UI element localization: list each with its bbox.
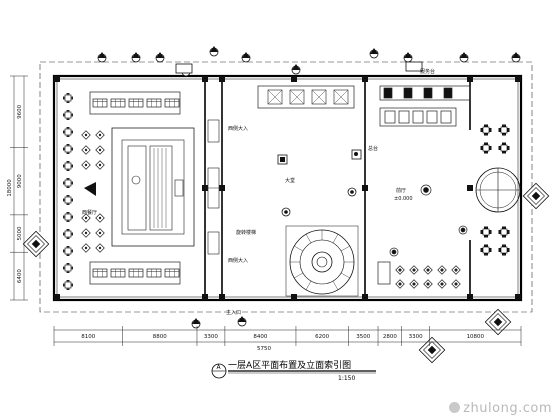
left-dimension-value: 6400 [17,269,23,283]
room-label-lobby: 大堂 [285,177,295,184]
west-hall-furniture [62,91,181,291]
note-service-desk: 服务台 [420,68,435,75]
left-dimension-total: 18000 [7,179,13,197]
spiral-staircase [285,225,359,297]
bottom-dimension-value: 8400 [253,334,267,340]
watermark: zhulong.com [449,401,552,416]
lobby-furniture [257,85,362,217]
drawing-scale: 1:150 [338,375,355,382]
buffet-island [111,127,195,247]
note-front-desk: 总台 [368,145,378,152]
bottom-dimension-value: 6200 [315,334,329,340]
drawing-title-block: A 一层A区平面布置及立面索引图 1:150 [211,359,376,382]
room-label-entrance-top: 西侧大入 [228,125,248,132]
left-dimension-value: 9000 [17,174,23,188]
note-spiral-stair: 旋转楼梯 [236,229,256,236]
drawing-title: 一层A区平面布置及立面索引图 [228,359,351,371]
bottom-dimension-value: 3300 [204,334,218,340]
bottom-dimension-labels: 8100 8800 3300 8400 6200 3500 2800 3300 10800 575… [81,334,484,352]
bottom-dimension-value: 8800 [153,334,167,340]
title-index-symbol: A [217,364,222,371]
structural-columns [54,76,521,300]
bottom-dimension-value: 3300 [409,334,423,340]
room-level-reception: ±0.000 [394,196,413,202]
watermark-text: zhulong.com [463,401,552,416]
entrance-rotunda [475,124,521,256]
bottom-dimension-value: 10800 [467,334,485,340]
left-dimension-value: 9600 [17,104,23,118]
bottom-dimension-value: 8100 [81,334,95,340]
bottom-dimension-value: 3500 [356,334,370,340]
room-label-west-hall: 西餐厅 [82,209,97,216]
room-label-reception: 前厅 [396,187,406,194]
left-dimension-labels: 9600 9000 5000 6400 18000 [7,75,28,301]
note-main-entry: 主入口 [226,309,241,316]
corridor-fixtures [205,119,222,255]
left-dimension-value: 5000 [17,226,23,240]
left-dimension-chain [13,76,25,300]
watermark-logo-icon [449,402,461,413]
reception-furniture [377,85,471,289]
elevation-index-markers [97,45,521,329]
exterior-walls [52,74,523,302]
room-label-entrance-bottom: 西侧大入 [228,257,248,264]
bottom-dimension-value: 2800 [383,334,397,340]
bottom-dimension-total: 5750 [257,346,271,352]
bottom-dimension-chain [53,326,522,346]
